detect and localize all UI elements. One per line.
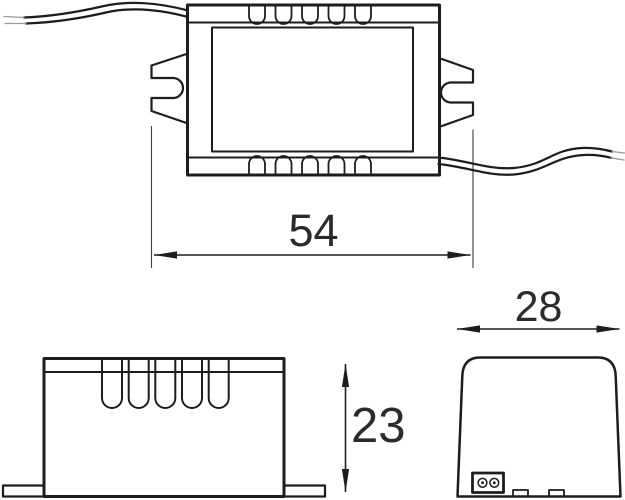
terminal-pin [477,477,488,488]
top-view [3,1,625,177]
lead-wire-right [437,146,625,176]
terminal-connector [471,471,505,494]
terminal-pin [489,477,500,488]
wire-stripped-tip [611,150,625,154]
terminal-block-outline [471,471,505,494]
vent-slots-front [101,358,230,409]
dimension-depth: 28 [457,283,620,333]
enclosure-outline-top [186,3,441,177]
mounting-tab-right [437,56,475,129]
dimension-width-value: 54 [288,205,338,256]
case-seam-lines [188,21,440,159]
enclosure-outline-front [42,357,286,498]
dimension-depth-value: 28 [515,283,563,331]
terminal-pin-center [492,481,496,485]
dimension-height: 23 [341,364,406,492]
side-view [456,356,622,498]
mounting-flange-left [1,484,46,498]
wire-stripped-tip [610,157,625,161]
lead-wire-left [3,1,190,25]
front-view [1,357,327,498]
mounting-tab-left [150,52,190,125]
wire-stripped-tip [3,15,25,19]
lid-outline [211,26,414,153]
mounting-flange-right [282,484,327,498]
vent-slots-top [248,5,372,25]
dimension-overall-width: 54 [150,126,474,268]
vent-slots-bottom [248,155,372,175]
dimension-height-value: 23 [351,399,406,453]
snap-tabs-bottom [512,489,565,498]
terminal-pin-center [481,481,484,485]
enclosure-outline-side [456,356,622,498]
